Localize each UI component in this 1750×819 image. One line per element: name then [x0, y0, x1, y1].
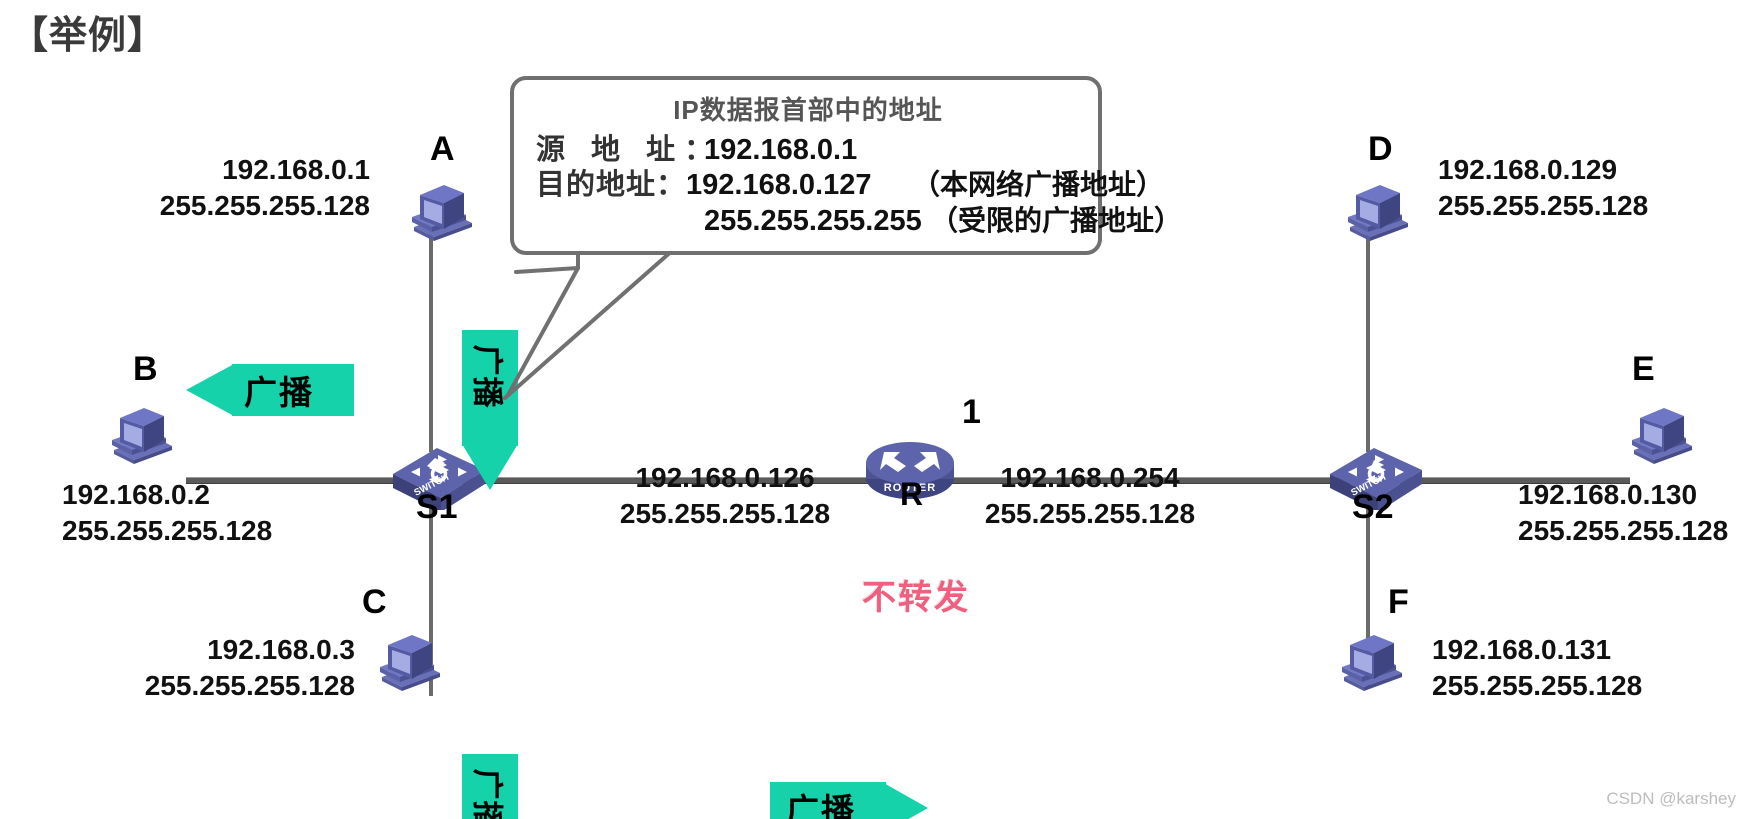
node-label-r: R	[900, 476, 924, 512]
router-left-address: 192.168.0.126 255.255.255.128	[600, 460, 850, 532]
broadcast-label-c: 广播	[469, 768, 505, 819]
wire-router-to-s2	[950, 477, 1350, 484]
host-f-ip: 192.168.0.131	[1432, 634, 1612, 665]
host-c-ip: 192.168.0.3	[207, 634, 355, 665]
host-c-icon	[368, 625, 446, 695]
node-label-b: B	[133, 350, 158, 388]
no-forward-label: 不转发	[862, 579, 970, 617]
ip-header-callout: IP数据报首部中的地址 源 地 址： 192.168.0.1 目的地址： 192…	[510, 76, 1182, 256]
host-c-address: 192.168.0.3 255.255.255.128	[90, 632, 355, 704]
callout-row-source: 源 地 址： 192.168.0.1	[536, 133, 1080, 168]
router-right-address: 192.168.0.254 255.255.255.128	[965, 460, 1215, 532]
node-label-e: E	[1632, 350, 1655, 388]
node-label-a: A	[430, 130, 455, 168]
host-d-ip: 192.168.0.129	[1438, 154, 1618, 185]
host-e-icon	[1620, 398, 1698, 468]
host-f-icon	[1330, 625, 1408, 695]
host-b-address: 192.168.0.2 255.255.255.128	[62, 477, 272, 549]
host-e-mask: 255.255.255.128	[1518, 514, 1729, 546]
wire-d-to-s2	[1366, 232, 1370, 452]
router-right-mask: 255.255.255.128	[984, 497, 1196, 529]
broadcast-label-router: 广播	[786, 792, 856, 819]
wire-a-to-s1	[429, 232, 433, 452]
arrow-head	[462, 444, 518, 490]
host-d-mask: 255.255.255.128	[1438, 189, 1649, 221]
router-right-ip: 192.168.0.254	[1000, 462, 1180, 493]
host-e-ip: 192.168.0.130	[1518, 479, 1698, 510]
broadcast-arrow-a-down: 广播	[462, 330, 518, 490]
node-label-c: C	[362, 583, 387, 621]
router-left-mask: 255.255.255.128	[619, 497, 831, 529]
node-label-f: F	[1388, 583, 1409, 621]
callout-row-limited-broadcast: 255.255.255.255 （受限的广播地址）	[536, 204, 1182, 239]
host-f-address: 192.168.0.131 255.255.255.128	[1432, 632, 1642, 704]
node-label-d: D	[1368, 130, 1393, 168]
host-a-icon	[400, 175, 478, 245]
callout-row-destination: 目的地址： 192.168.0.127 （本网络广播地址）	[536, 168, 1164, 203]
wire-s1-to-router	[440, 477, 870, 484]
host-d-icon	[1336, 175, 1414, 245]
host-e-address: 192.168.0.130 255.255.255.128	[1518, 477, 1728, 549]
destination-address-note: （本网络广播地址）	[912, 169, 1165, 201]
node-label-s2: S2	[1352, 488, 1394, 526]
host-d-address: 192.168.0.129 255.255.255.128	[1438, 152, 1648, 224]
arrow-body	[232, 364, 354, 416]
wire-s2-to-e	[1400, 477, 1630, 484]
limited-broadcast-note: （受限的广播地址）	[930, 204, 1183, 236]
broadcast-label-a: 广播	[469, 344, 505, 409]
host-a-ip: 192.168.0.1	[222, 154, 370, 185]
wire-s2-to-f	[1366, 486, 1370, 686]
arrow-head	[882, 782, 928, 819]
host-a-address: 192.168.0.1 255.255.255.128	[110, 152, 370, 224]
broadcast-arrow-to-router: 广播	[770, 782, 928, 819]
svg-text:ROUTER: ROUTER	[884, 482, 936, 494]
limited-broadcast-value: 255.255.255.255	[704, 204, 922, 237]
host-b-mask: 255.255.255.128	[62, 514, 273, 546]
watermark: CSDN @karshey	[1606, 789, 1736, 808]
router-port-number: 1	[962, 393, 981, 431]
host-b-icon	[100, 398, 178, 468]
destination-address-label: 目的地址：	[536, 169, 687, 202]
source-address-label: 源 地 址：	[536, 134, 723, 166]
source-address-value: 192.168.0.1	[704, 134, 858, 166]
arrow-body	[462, 754, 518, 819]
wire-s1-to-c	[429, 486, 433, 696]
switch-s2-icon: SWITCH	[1322, 438, 1430, 510]
host-a-mask: 255.255.255.128	[159, 189, 370, 221]
arrow-body	[770, 782, 886, 819]
host-f-mask: 255.255.255.128	[1432, 669, 1643, 701]
callout-title: IP数据报首部中的地址	[673, 95, 943, 125]
page-title: 【举例】	[10, 15, 167, 57]
router-left-ip: 192.168.0.126	[635, 462, 815, 493]
arrow-head	[186, 364, 234, 416]
destination-address-value: 192.168.0.127	[686, 169, 872, 202]
node-label-s1: S1	[416, 488, 458, 526]
host-b-ip: 192.168.0.2	[62, 479, 210, 510]
broadcast-label-b: 广播	[244, 374, 314, 411]
host-c-mask: 255.255.255.128	[144, 669, 355, 701]
router-r-icon: ROUTER	[862, 438, 958, 512]
broadcast-arrow-to-b: 广播	[186, 364, 354, 416]
broadcast-arrow-to-c: 广播	[462, 754, 518, 819]
wire-b-to-s1	[186, 477, 396, 484]
